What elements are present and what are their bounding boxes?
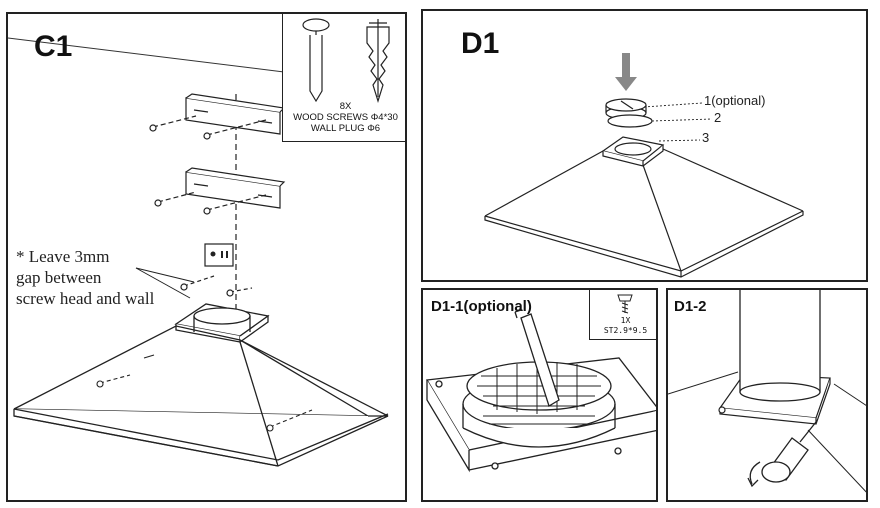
- hood-body: [13, 325, 389, 467]
- callout-1: 1(optional): [704, 93, 766, 108]
- d1-1-illustration: [425, 309, 656, 473]
- small-parts-box: 1X ST2.9*9.5: [589, 290, 656, 340]
- callout-2: 2: [714, 110, 722, 125]
- callout-3: 3: [702, 130, 710, 145]
- gap-note-line: * Leave 3mm: [16, 247, 110, 266]
- panel-d1-title: D1: [461, 27, 500, 60]
- small-parts-spec: ST2.9*9.5: [603, 326, 648, 335]
- panel-c1: C1 * Leave 3mm gap between screw head an…: [6, 12, 407, 502]
- rotate-arrow-icon: [747, 461, 761, 488]
- d1-illustration: [484, 53, 804, 278]
- small-screw-icon: [617, 294, 633, 314]
- panel-d1-2: D1-2: [666, 288, 868, 502]
- parts-plug: WALL PLUG Φ6: [310, 123, 381, 134]
- small-parts-count: 1X: [620, 316, 631, 325]
- parts-box: 8X WOOD SCREWS Φ4*30 WALL PLUG Φ6: [282, 14, 405, 142]
- gap-note-line: gap between: [16, 268, 102, 287]
- wood-screw-icon: [302, 18, 330, 103]
- panel-d1-2-title: D1-2: [674, 298, 707, 315]
- lower-bracket: [185, 167, 286, 209]
- upper-screws: [149, 115, 267, 140]
- socket-icon: [204, 243, 234, 267]
- down-arrow-icon: [615, 53, 637, 91]
- gap-note: * Leave 3mm gap between screw head and w…: [16, 246, 154, 309]
- panel-c1-title: C1: [34, 30, 73, 63]
- panel-d1: D1 1(optional) 2 3: [421, 9, 868, 282]
- parts-illustration: [302, 18, 390, 104]
- panel-d1-1-title: D1-1(optional): [431, 298, 532, 315]
- parts-count: 8X: [339, 101, 352, 112]
- lower-screws: [154, 191, 267, 215]
- wall-plug-icon: [366, 19, 390, 104]
- panel-d1-1: D1-1(optional) 1X ST2.9*9.5: [421, 288, 658, 502]
- screwdriver-icon: [761, 421, 817, 483]
- d1-2-illustration: [668, 290, 866, 493]
- c1-illustration: [8, 37, 389, 467]
- gap-note-line: screw head and wall: [16, 289, 155, 308]
- parts-screws: WOOD SCREWS Φ4*30: [293, 112, 398, 123]
